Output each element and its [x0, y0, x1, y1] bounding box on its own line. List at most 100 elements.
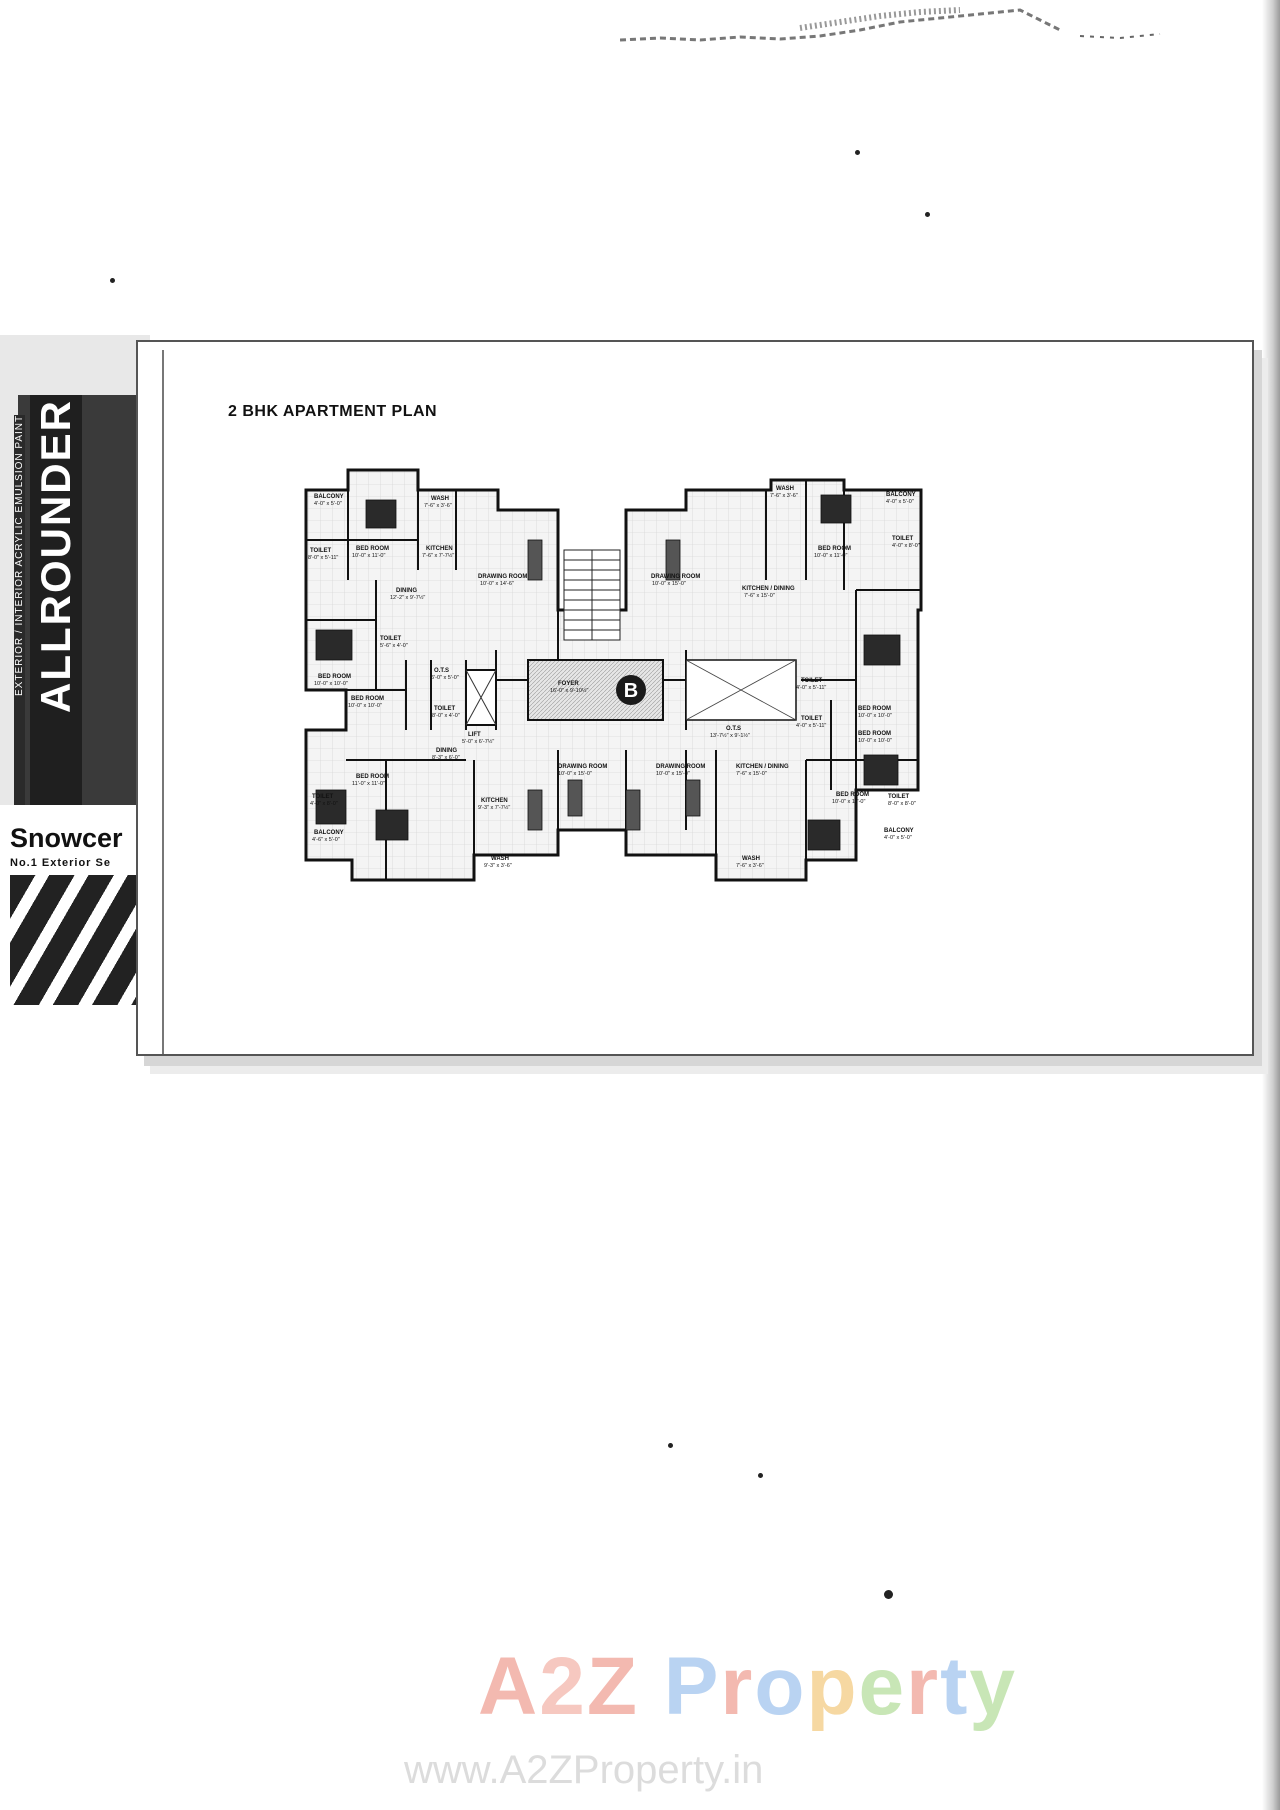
- room-label: DRAWING ROOM: [558, 764, 607, 770]
- furniture: [315, 494, 901, 851]
- room-dim: 7'-6" x 15'-0": [744, 593, 775, 599]
- room-label: O.T.S: [434, 668, 449, 674]
- room-label: TOILET: [801, 678, 823, 684]
- room-dim: 10'-0" x 11'-0": [352, 553, 385, 559]
- watermark-letter: t: [940, 1641, 970, 1732]
- room-dim: 4'-0" x 8'-0": [892, 543, 920, 549]
- room-dim: 4'-0" x 5'-11": [796, 685, 826, 691]
- watermark-letter: p: [806, 1641, 859, 1732]
- room-dim: 10'-0" x 10'-0": [858, 738, 892, 744]
- plan-title: 2 BHK APARTMENT PLAN: [228, 403, 438, 420]
- room-label: BED ROOM: [818, 546, 851, 552]
- watermark-letter: P: [663, 1641, 721, 1732]
- room-dim: 7'-6" x 15'-0": [736, 771, 767, 777]
- lift-cross-b: [465, 669, 497, 726]
- room-label: DRAWING ROOM: [478, 574, 527, 580]
- room-dim: 11'-0" x 11'-0": [352, 781, 385, 787]
- room-label: BED ROOM: [318, 674, 351, 680]
- room-dim: 10'-0" x 10'-0": [348, 703, 382, 709]
- room-label: TOILET: [312, 794, 334, 800]
- watermark-letter: Z: [586, 1641, 639, 1732]
- room-label: TOILET: [434, 706, 456, 712]
- room-dim: 7'-6" x 7'-7½": [422, 552, 454, 559]
- room-dim: 4'-0" x 5'-0": [884, 835, 912, 841]
- room-label: TOILET: [801, 716, 823, 722]
- watermark-logo: A2Z Property: [478, 1640, 1017, 1734]
- advert-company: Snowcer: [10, 823, 123, 853]
- room-label: BED ROOM: [858, 706, 891, 712]
- ots-cross-b: [685, 659, 797, 721]
- staircase: [563, 549, 621, 641]
- tower-mark: B: [624, 680, 638, 702]
- room-dim: 8'-3" x 6'-0": [432, 755, 460, 761]
- watermark-letter: o: [754, 1641, 807, 1732]
- room-dim: 10'-0" x 10'-0": [858, 713, 892, 719]
- page-edge-shadow: [1262, 0, 1280, 1810]
- advert-stripes: [10, 875, 150, 1005]
- room-dim: 10'-0" x 11'-0": [814, 553, 847, 559]
- room-dim: 10'-0" x 14'-6": [480, 581, 514, 587]
- room-label: BED ROOM: [351, 696, 384, 702]
- room-dim: 9'-3" x 7'-7½": [478, 804, 510, 811]
- room-label: TOILET: [888, 794, 910, 800]
- room-label: BED ROOM: [356, 774, 389, 780]
- watermark-letter: r: [720, 1641, 755, 1732]
- room-dim: 10'-0" x 15'-0": [558, 771, 592, 777]
- room-dim: 10'-0" x 15'-0": [652, 581, 686, 587]
- room-dim: 10'-0" x 11'-0": [832, 799, 865, 805]
- room-dim: 10'-0" x 15'-0": [656, 771, 690, 777]
- room-label: DRAWING ROOM: [656, 764, 705, 770]
- advert-company-sub: No.1 Exterior Se: [10, 857, 111, 869]
- room-dim: 4'-0" x 5'-11": [796, 723, 826, 729]
- room-dim: 4'-0" x 5'-0": [314, 501, 342, 507]
- room-label: DRAWING ROOM: [651, 574, 700, 580]
- room-dim: 4'-0" x 5'-0": [886, 499, 914, 505]
- room-dim: 4'-0" x 8'-0": [310, 801, 338, 807]
- room-dim: 6'-0" x 5'-0": [431, 675, 459, 681]
- room-label: TOILET: [310, 548, 332, 554]
- room-dim: 9'-3" x 3'-6": [484, 863, 512, 869]
- room-label: BED ROOM: [836, 792, 869, 798]
- room-label: BED ROOM: [356, 546, 389, 552]
- scan-speck: [110, 278, 115, 283]
- room-label: TOILET: [892, 536, 914, 542]
- scan-speck: [925, 212, 930, 217]
- tower-mark-circle: [616, 675, 646, 705]
- room-dim: 8'-0" x 5'-11": [308, 555, 338, 561]
- room-label: KITCHEN / DINING: [736, 764, 789, 770]
- room-dim: 4'-6" x 5'-0": [312, 837, 340, 843]
- watermark-letter: A: [478, 1641, 540, 1732]
- room-labels: BALCONY 4'-0" x 5'-0" WASH 7'-6" x 3'-6"…: [308, 486, 920, 869]
- watermark-letter: y: [969, 1641, 1017, 1732]
- room-label: BALCONY: [884, 828, 914, 834]
- scan-noise-top: [620, 7, 1161, 42]
- room-dim: 7'-6" x 3'-6": [770, 493, 798, 499]
- scan-speck: [668, 1443, 673, 1448]
- room-dim: 5'-6" x 4'-0": [380, 643, 408, 649]
- room-label: KITCHEN: [481, 798, 508, 804]
- room-label: TOILET: [380, 636, 402, 642]
- watermark-letter: [639, 1641, 664, 1732]
- room-dim: 13'-7½" x 9'-1½": [710, 732, 750, 739]
- watermark-letter: e: [858, 1641, 907, 1732]
- room-label: O.T.S: [726, 726, 741, 732]
- room-label: KITCHEN / DINING: [742, 586, 795, 592]
- room-dim: 16'-0" x 9'-10½": [550, 687, 588, 694]
- watermark-url: www.A2ZProperty.in: [404, 1748, 764, 1792]
- room-label: WASH: [431, 496, 449, 502]
- room-label: DINING: [396, 588, 417, 594]
- floor-plan: B BALCONY 4'-0" x 5'-0" WASH 7'-6" x 3'-…: [304, 468, 923, 882]
- room-label: BED ROOM: [858, 731, 891, 737]
- room-dim: 8'-0" x 4'-0": [432, 713, 460, 719]
- brochure-inner-frame: [162, 350, 1252, 1054]
- watermark-letter: 2: [539, 1641, 587, 1732]
- scan-speck: [855, 150, 860, 155]
- room-label: BALCONY: [314, 830, 344, 836]
- room-label: DINING: [436, 748, 457, 754]
- room-label: KITCHEN: [426, 546, 453, 552]
- room-label: FOYER: [558, 681, 579, 687]
- room-label: WASH: [742, 856, 760, 862]
- room-dim: 7'-6" x 3'-6": [424, 503, 452, 509]
- room-label: WASH: [491, 856, 509, 862]
- scan-speck: [884, 1590, 893, 1599]
